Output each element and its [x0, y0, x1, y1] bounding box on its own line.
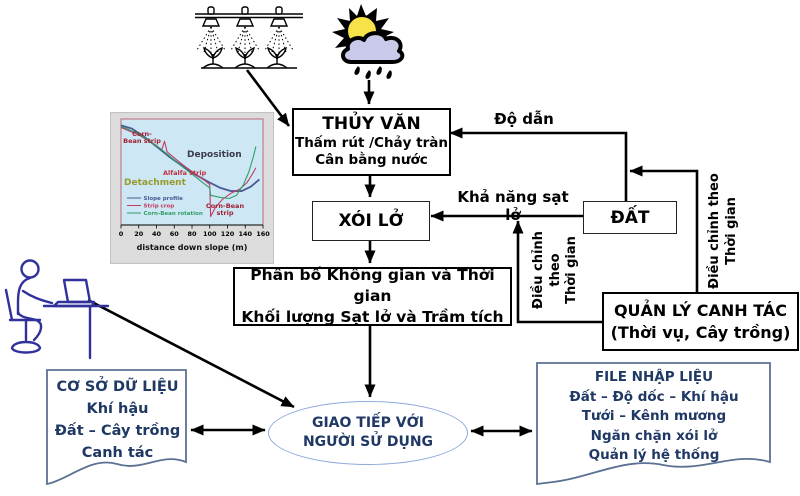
chart-label-detachment: Detachment [124, 178, 186, 188]
chart-x-tick-label: 20 [134, 230, 144, 238]
database-item-farming: Canh tác [81, 445, 154, 461]
chart-x-tick-label: 80 [187, 230, 197, 238]
chart-x-tick-label: 60 [170, 230, 180, 238]
chart-x-axis-label: distance down slope (m) [137, 243, 248, 252]
chart-legend-label: Corn-Bean rotation [144, 211, 203, 217]
input-file-title: FILE NHẬP LIỆU [594, 369, 714, 385]
distribution-box: Phân bố Không gian và Thời gian Khối lượ… [233, 266, 512, 326]
chart-legend-label: Strip crop [144, 204, 175, 210]
soil-label: ĐẤT [610, 207, 650, 228]
sprinkler-irrigation-icon [195, 6, 303, 69]
input-file-item-soil: Đất – Độ dốc – Khí hậu [569, 388, 739, 405]
chart-x-tick-label: 160 [256, 230, 270, 238]
input-file-shape: FILE NHẬP LIỆU Đất – Độ dốc – Khí hậu Tư… [535, 361, 773, 489]
adjust-left-line2: theo [547, 253, 563, 287]
interface-line1: GIAO TIẾP VỚI [311, 415, 425, 432]
adjust-right-line2: Thời gian [724, 197, 739, 265]
chart-label-corn-bean-top: Corn-Bean strip [123, 130, 161, 146]
input-file-shape-outline [536, 362, 771, 486]
database-shape: CƠ SỞ DỮ LIỆU Khí hậu Đất – Cây trồng Ca… [45, 368, 190, 488]
slide-potential-label: Khả năng sạt lở [457, 188, 569, 224]
input-file-item-system: Quản lý hệ thống [588, 447, 720, 463]
adjust-right-line1: Điều chỉnh theo [707, 173, 723, 289]
chart-x-tick-label: 40 [152, 230, 162, 238]
management-box: QUẢN LÝ CANH TÁC (Thời vụ, Cây trồng) [602, 292, 799, 351]
soil-box: ĐẤT [583, 201, 677, 234]
management-line2: (Thời vụ, Cây trồng) [610, 322, 791, 342]
chart-x-tick-label: 100 [203, 230, 217, 238]
chart-x-tick-label: 0 [119, 230, 124, 238]
management-line1: QUẢN LÝ CANH TÁC [613, 300, 788, 320]
chart-x-tick-label: 140 [238, 230, 252, 238]
input-file-item-irrigation: Tưới – Kênh mương [581, 408, 727, 424]
hydrology-line2: Cân bằng nước [315, 151, 428, 168]
adjust-left-line1: Điều chỉnh [530, 231, 546, 309]
database-shape-outline [46, 369, 187, 486]
hydrology-title: THỦY VĂN [322, 114, 421, 135]
adjust-time-right-label: Điều chỉnh theo Thời gian [705, 172, 743, 290]
adjust-time-left-label: Điều chỉnh theo Thời gian [529, 218, 583, 322]
chart-label-alfalfa: Alfalfa strip [163, 169, 207, 177]
hydrology-box: THỦY VĂN Thấm rút /Chảy tràn Cân bằng nư… [292, 108, 451, 176]
conductivity-label: Độ dẫn [494, 110, 554, 128]
distribution-line2: Khối lượng Sạt lở và Trầm tích [241, 307, 504, 326]
database-item-soil-crop: Đất – Cây trồng [54, 423, 181, 439]
database-item-climate: Khí hậu [86, 401, 149, 417]
sun-rain-cloud-icon [332, 4, 405, 79]
chart-label-deposition: Deposition [187, 150, 242, 160]
adjust-left-line3: Thời gian [564, 236, 580, 304]
chart-legend-label: Slope profile [144, 196, 184, 202]
user-at-computer-icon [4, 259, 110, 360]
chart-label-corn-bean-bottom: Corn-Bean strip [205, 202, 245, 218]
erosion-label: XÓI LỞ [338, 211, 404, 231]
user-interface-ellipse: GIAO TIẾP VỚI NGƯỜI SỬ DỤNG [268, 401, 468, 465]
hydrology-line1: Thấm rút /Chảy tràn [294, 134, 448, 151]
interface-line2: NGƯỜI SỬ DỤNG [302, 434, 434, 450]
database-title: CƠ SỞ DỮ LIỆU [56, 379, 179, 395]
input-file-item-erosion: Ngăn chặn xói lở [590, 427, 718, 444]
distribution-line1: Phân bố Không gian và Thời gian [250, 266, 495, 306]
chart-series-corn-bean-rotation [120, 125, 257, 200]
chart-x-tick-label: 120 [221, 230, 235, 238]
erosion-box: XÓI LỞ [312, 201, 430, 241]
